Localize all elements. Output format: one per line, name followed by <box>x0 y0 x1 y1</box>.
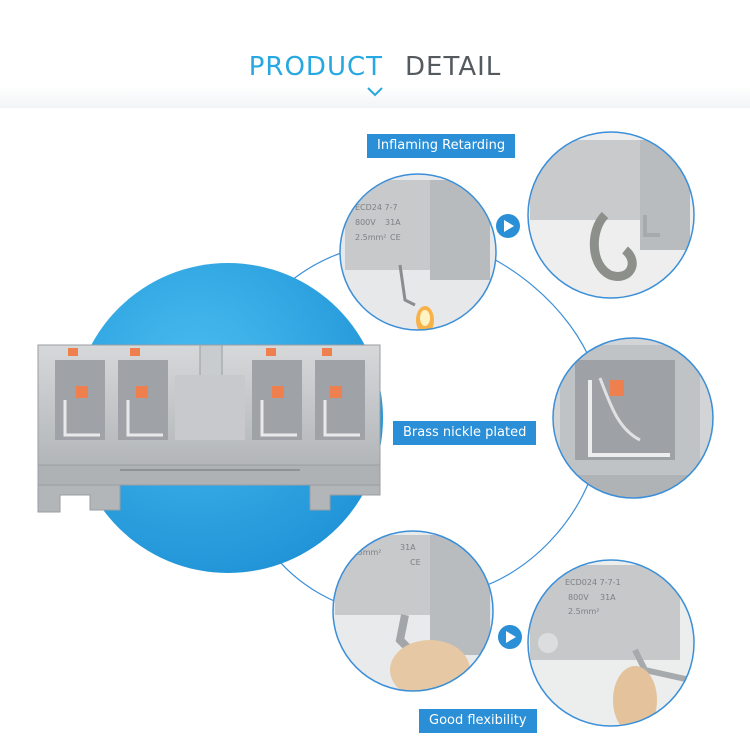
photo-brass-spring <box>553 338 713 498</box>
title-product: PRODUCT <box>248 52 384 82</box>
header-band <box>0 0 750 108</box>
svg-text:CE: CE <box>410 558 421 567</box>
svg-text:2.5mm²: 2.5mm² <box>568 607 600 616</box>
svg-text:31A: 31A <box>385 218 401 227</box>
svg-text:31A: 31A <box>600 593 616 602</box>
svg-text:2.5mm²: 2.5mm² <box>350 548 382 557</box>
photo-flex-hold: ECD024 7-7-1 800V 31A 2.5mm² <box>528 560 694 726</box>
play-arrow-icon <box>496 214 520 238</box>
label-good-flexibility: Good flexibility <box>419 709 537 733</box>
photo-burned-hook <box>528 132 694 298</box>
label-brass-nickle-plated: Brass nickle plated <box>393 421 537 445</box>
svg-text:ECD024 7-7-1: ECD024 7-7-1 <box>565 578 621 587</box>
page-title: PRODUCT DETAIL <box>0 52 750 82</box>
svg-text:800V: 800V <box>568 593 589 602</box>
svg-text:ECD24 7-7: ECD24 7-7 <box>355 203 398 212</box>
chevron-down-icon <box>367 87 383 97</box>
play-arrow-icon <box>498 625 522 649</box>
terminal-block <box>37 344 381 513</box>
svg-text:CE: CE <box>390 233 401 242</box>
label-inflaming-retarding: Inflaming Retarding <box>367 134 516 158</box>
photo-flame-test: ECD24 7-7 800V 31A 2.5mm² CE <box>340 174 496 330</box>
svg-text:31A: 31A <box>400 543 416 552</box>
svg-text:800V: 800V <box>355 218 376 227</box>
svg-text:2.5mm²: 2.5mm² <box>355 233 387 242</box>
title-detail: DETAIL <box>405 52 502 82</box>
